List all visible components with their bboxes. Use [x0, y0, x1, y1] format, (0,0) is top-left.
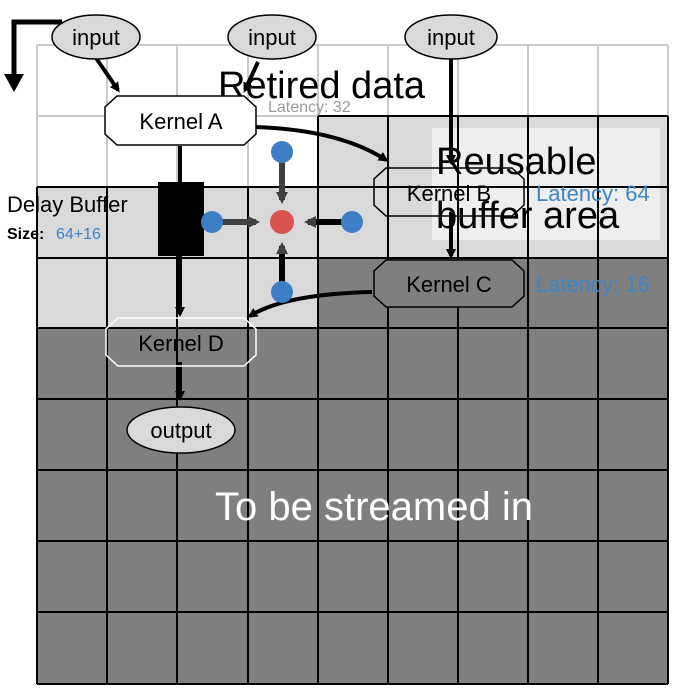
stencil-point-bottom — [271, 281, 293, 303]
stencil-point-right — [341, 211, 363, 233]
stencil-point-left — [201, 211, 223, 233]
delay-buffer-size-value: 64+16 — [56, 226, 101, 243]
reusable-label-line1: Reusable — [436, 141, 597, 183]
output-node — [126, 406, 236, 454]
stencil-point-top — [271, 141, 293, 163]
kernel-c-latency: Latency: 16 — [536, 272, 650, 297]
input-node-2 — [227, 14, 317, 60]
kernel-b-latency: Latency: 64 — [536, 181, 650, 206]
kernel-b-label: Kernel B — [407, 181, 491, 206]
input-node-2-label: input — [248, 25, 296, 50]
kernel-c-box — [373, 259, 525, 308]
stencil-point-center — [270, 210, 294, 234]
kernel-d-label: Kernel D — [138, 331, 224, 356]
input-node-3 — [404, 14, 498, 60]
kernel-b-box — [373, 167, 525, 217]
streamed-region-bottom — [37, 328, 668, 684]
scan-direction-arrow — [11, 19, 62, 80]
delay-buffer-title: Delay Buffer — [7, 192, 128, 217]
kernel-a-latency: Latency: 32 — [268, 99, 351, 116]
delay-buffer-size-label: Size: — [7, 226, 44, 243]
kernel-d-box — [105, 317, 257, 367]
input-node-1-label: input — [72, 25, 120, 50]
input-node-3-label: input — [427, 25, 475, 50]
output-node-label: output — [150, 418, 211, 443]
input-node-1 — [51, 14, 141, 60]
streamed-label: To be streamed in — [215, 485, 533, 529]
grid — [36, 44, 669, 685]
reusable-label-line2: buffer area — [436, 195, 620, 237]
reusable-label-box — [432, 128, 660, 240]
kernel-a-label: Kernel A — [139, 109, 222, 134]
delay-buffer-bar — [158, 182, 204, 256]
kernel-c-label: Kernel C — [406, 272, 492, 297]
retired-data-label: Retired data — [218, 65, 426, 107]
kernel-a-box — [104, 95, 257, 146]
